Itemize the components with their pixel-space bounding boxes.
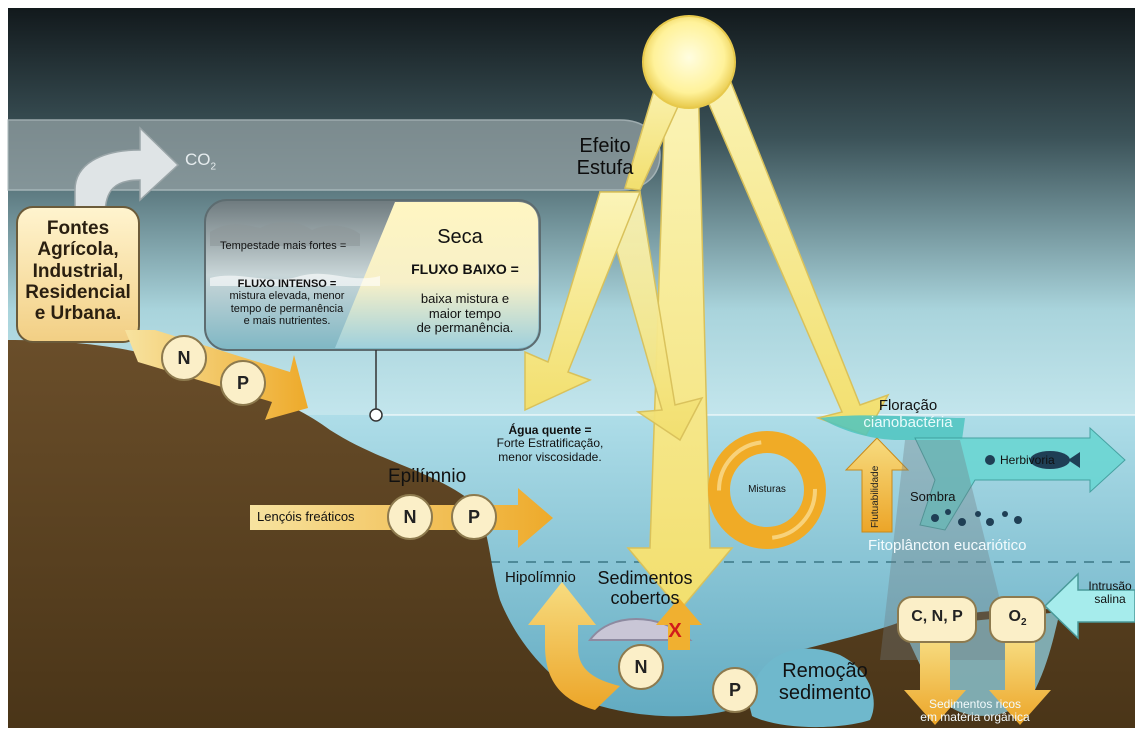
co2-text: CO bbox=[185, 150, 211, 169]
p-label: P bbox=[223, 373, 263, 393]
rich-sediments-line: em matéria orgânica bbox=[900, 711, 1050, 724]
sediment-removal-label: Remoção sedimento bbox=[760, 660, 890, 705]
co2-subscript: 2 bbox=[211, 161, 217, 172]
phytoplankton-cell bbox=[975, 511, 981, 517]
bloom-line: cianobactéria bbox=[838, 415, 978, 432]
phytoplankton-cell bbox=[931, 514, 939, 522]
sources-line: Fontes bbox=[18, 218, 138, 239]
mixing-label: Misturas bbox=[737, 484, 797, 495]
rich-sediments-label: Sedimentos ricos em matéria orgânica bbox=[900, 698, 1050, 725]
covered-sediments-line: Sedimentos bbox=[580, 568, 710, 588]
high-flow-line: e mais nutrientes. bbox=[208, 315, 366, 327]
greenhouse-line: Estufa bbox=[560, 157, 650, 179]
p-label: P bbox=[454, 507, 494, 527]
sun bbox=[643, 16, 735, 108]
low-flow-text: baixa mistura e maior tempo de permanênc… bbox=[390, 292, 540, 336]
o2-label: O2 bbox=[990, 608, 1045, 628]
n-label: N bbox=[164, 348, 204, 368]
phytoplankton-cell bbox=[945, 509, 951, 515]
zooplankton-icon bbox=[985, 455, 995, 465]
saline-line: salina bbox=[1085, 593, 1135, 606]
covered-sediments-line: cobertos bbox=[580, 588, 710, 608]
phytoplankton-cell bbox=[958, 518, 966, 526]
sediment-removal-line: sedimento bbox=[760, 682, 890, 704]
sources-line: e Urbana. bbox=[18, 303, 138, 324]
low-flow-line: de permanência. bbox=[390, 321, 540, 336]
low-flow-title: FLUXO BAIXO = bbox=[390, 262, 540, 278]
o2-text: O bbox=[1008, 608, 1020, 625]
sources-label: Fontes Agrícola, Industrial, Residencial… bbox=[18, 218, 138, 324]
groundwater-label: Lençóis freáticos bbox=[257, 510, 355, 525]
covered-sediments-label: Sedimentos cobertos bbox=[580, 568, 710, 608]
sediment-removal-line: Remoção bbox=[760, 660, 890, 682]
buoyancy-label: Flutuabilidade bbox=[870, 466, 881, 528]
saline-intrusion-label: Intrusão salina bbox=[1085, 580, 1135, 607]
warm-water-title: Água quente = bbox=[470, 424, 630, 437]
blocked-x-mark: X bbox=[660, 620, 690, 642]
bloom-label: Floração cianobactéria bbox=[838, 398, 978, 432]
warm-water-label: Água quente = Forte Estratificação, meno… bbox=[470, 424, 630, 464]
rich-sediments-line: Sedimentos ricos bbox=[900, 698, 1050, 711]
sources-line: Agrícola, bbox=[18, 239, 138, 260]
phytoplankton-cell bbox=[1014, 516, 1022, 524]
warm-water-line: Forte Estratificação, bbox=[470, 437, 630, 450]
epilimnion-label: Epilímnio bbox=[388, 466, 466, 487]
sources-line: Residencial bbox=[18, 282, 138, 303]
saline-line: Intrusão bbox=[1085, 580, 1135, 593]
warm-water-line: menor viscosidade. bbox=[470, 451, 630, 464]
high-flow-title: FLUXO INTENSO = bbox=[208, 278, 366, 290]
panel-pointer-dot bbox=[370, 409, 382, 421]
high-flow-line: mistura elevada, menor bbox=[208, 290, 366, 302]
p-label: P bbox=[715, 680, 755, 700]
hypolimnion-label: Hipolímnio bbox=[505, 570, 576, 587]
high-flow-line: tempo de permanência bbox=[208, 303, 366, 315]
storm-text: Tempestade mais fortes = bbox=[220, 240, 346, 252]
greenhouse-label: Efeito Estufa bbox=[560, 135, 650, 180]
low-flow-line: baixa mistura e bbox=[390, 292, 540, 307]
herbivory-label: Herbivoria bbox=[1000, 454, 1055, 467]
o2-subscript: 2 bbox=[1021, 617, 1027, 628]
shade-label: Sombra bbox=[910, 490, 956, 505]
phytoplankton-cell bbox=[1002, 511, 1008, 517]
cnp-label: C, N, P bbox=[898, 608, 976, 626]
drought-title: Seca bbox=[400, 226, 520, 248]
phytoplankton-label: Fitoplâncton eucariótico bbox=[868, 538, 1026, 555]
n-label: N bbox=[621, 657, 661, 677]
co2-label: CO2 bbox=[185, 150, 216, 173]
n-label: N bbox=[390, 507, 430, 527]
greenhouse-line: Efeito bbox=[560, 135, 650, 157]
sources-line: Industrial, bbox=[18, 261, 138, 282]
bloom-line: Floração bbox=[838, 398, 978, 415]
low-flow-line: maior tempo bbox=[390, 307, 540, 322]
phytoplankton-cell bbox=[986, 518, 994, 526]
high-flow-text: FLUXO INTENSO = mistura elevada, menor t… bbox=[208, 278, 366, 327]
